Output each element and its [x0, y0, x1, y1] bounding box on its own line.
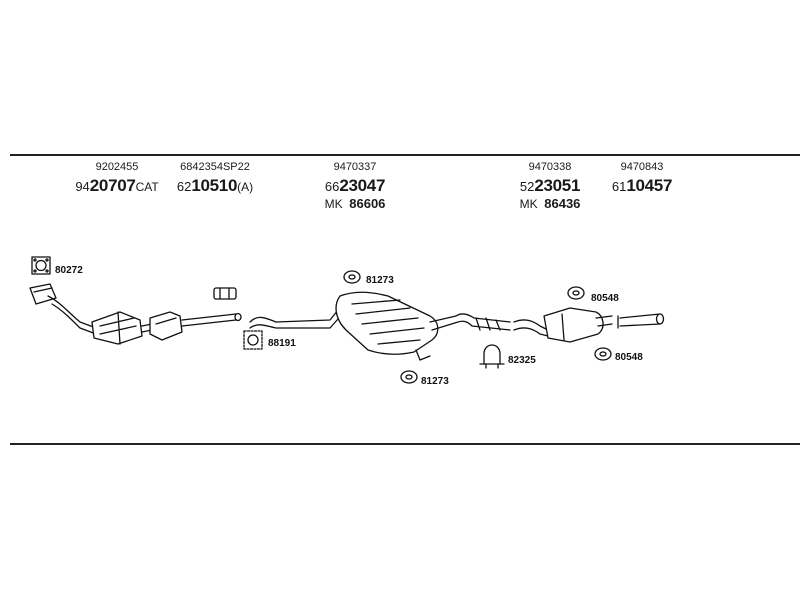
part-number: 5223051 — [519, 176, 581, 195]
callout-hanger-rear-top: 80548 — [591, 293, 619, 304]
part-label-front-pipe: 6842354SP22 6210510(A) — [160, 162, 270, 195]
part-label-middle-silencer: 9470337 6623047 MK 86606 — [305, 161, 405, 211]
part-ref: 6842354SP22 — [180, 161, 250, 173]
rear-silencer-icon — [513, 307, 613, 343]
tail-pipe-icon — [617, 313, 665, 329]
mounting-kit-number: MK 86606 — [324, 196, 386, 211]
part-ref: 9470843 — [620, 161, 664, 173]
clamp-rear-icon — [479, 344, 505, 369]
part-ref: 9470337 — [333, 161, 377, 173]
part-label-tail-pipe: 9470843 6110457 — [602, 162, 682, 195]
callout-hanger-mid-top: 81273 — [366, 275, 394, 286]
clamp-front-icon — [243, 330, 263, 350]
part-label-rear-silencer: 9470338 5223051 MK 86436 — [500, 161, 600, 211]
part-label-catalytic-converter: 9202455 9420707CAT — [72, 162, 162, 195]
middle-silencer-icon — [249, 291, 511, 361]
part-number: 6210510(A) — [176, 176, 254, 195]
hanger-rear-bottom-icon — [594, 347, 612, 361]
connector-sleeve-icon — [213, 287, 237, 300]
hanger-mid-bottom-icon — [400, 370, 418, 384]
part-number: 9420707CAT — [75, 176, 159, 195]
gasket-front-icon — [31, 256, 51, 275]
callout-hanger-mid-bottom: 81273 — [421, 376, 449, 387]
top-divider-line — [10, 154, 800, 156]
part-ref: 9202455 — [95, 161, 139, 173]
part-number: 6110457 — [611, 176, 673, 195]
callout-clamp-front: 88191 — [268, 338, 296, 349]
hanger-rear-top-icon — [567, 286, 585, 300]
bottom-divider-line — [10, 443, 800, 445]
callout-gasket-front: 80272 — [55, 265, 83, 276]
callout-hanger-rear-bottom: 80548 — [615, 352, 643, 363]
part-number: 6623047 — [324, 176, 386, 195]
hanger-mid-top-icon — [343, 270, 361, 284]
mounting-kit-number: MK 86436 — [519, 196, 581, 211]
callout-clamp-rear: 82325 — [508, 355, 536, 366]
part-ref: 9470338 — [528, 161, 572, 173]
catalytic-converter-icon — [29, 283, 242, 345]
